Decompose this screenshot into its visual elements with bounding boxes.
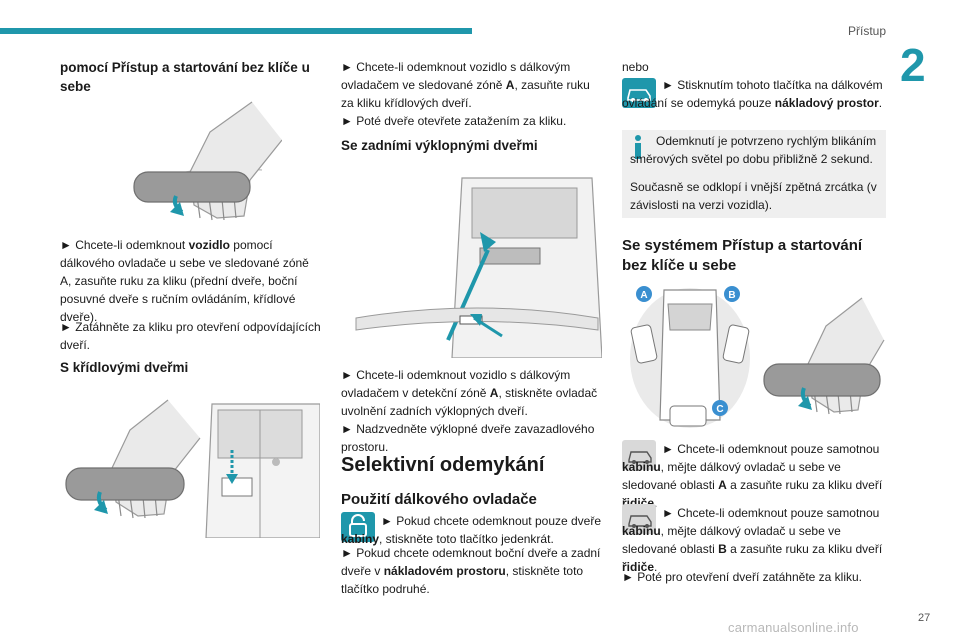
detection-zones-illustration: A B C bbox=[630, 286, 750, 428]
section-heading-selective-unlocking: Selektivní odemykání bbox=[341, 454, 545, 476]
col3-heading: Se systémem Přístup a startování bez klí… bbox=[622, 237, 863, 274]
hand-handle-illustration-keyless bbox=[763, 297, 885, 415]
col1-paragraph-1: ► Chcete-li odemknout vozidlo pomocí dál… bbox=[60, 238, 309, 324]
col1-paragraph-2: ► Zatáhněte za kliku pro otevření odpoví… bbox=[60, 320, 321, 352]
zone-b-badge: B bbox=[728, 290, 735, 301]
col2-heading: Se zadními výklopnými dveřmi bbox=[341, 138, 538, 153]
page-number: 27 bbox=[918, 612, 931, 624]
section-title: Přístup bbox=[848, 24, 887, 38]
zone-c-badge: C bbox=[716, 404, 723, 415]
col2-paragraph-1: ► Chcete-li odemknout vozidlo s dálkovým… bbox=[341, 60, 590, 110]
chapter-number: 2 bbox=[900, 39, 926, 91]
col2-paragraph-3: ► Chcete-li odemknout vozidlo s dálkovým… bbox=[341, 368, 598, 418]
col1-heading: pomocí Přístup a startování bez klíče u … bbox=[60, 60, 310, 94]
watermark: carmanualsonline.info bbox=[728, 620, 859, 635]
header-accent-bar bbox=[0, 28, 472, 34]
unlock-button-icon bbox=[341, 512, 375, 542]
col1-heading-2: S křídlovými dveřmi bbox=[60, 360, 189, 375]
col2-paragraph-6: ► Pokud chcete odemknout boční dveře a z… bbox=[341, 546, 601, 596]
cabin-door-icon bbox=[622, 440, 656, 470]
col2-paragraph-5: ► Pokud chcete odemknout pouze dveře kab… bbox=[341, 514, 602, 546]
zone-a-badge: A bbox=[640, 290, 647, 301]
sub-heading-remote-control: Použití dálkového ovladače bbox=[341, 491, 537, 508]
info-text-1: Odemknutí je potvrzeno rychlým blikáním … bbox=[630, 134, 877, 166]
hand-barn-door-illustration bbox=[65, 399, 201, 519]
col3-paragraph-4: ► Poté pro otevření dveří zatáhněte za k… bbox=[622, 570, 863, 584]
info-text-2: Současně se odklopí i vnější zpětná zrcá… bbox=[630, 180, 877, 212]
info-icon bbox=[635, 135, 641, 159]
cargo-unlock-button-icon bbox=[622, 78, 656, 108]
cabin-door-icon-2 bbox=[622, 504, 656, 534]
rear-tailgate-illustration bbox=[355, 177, 602, 358]
col2-paragraph-4: ► Nadzvedněte výklopné dveře zavazadlové… bbox=[341, 422, 595, 454]
col3-paragraph-3: ► Chcete-li odemknout pouze samotnou kab… bbox=[622, 506, 883, 574]
info-box bbox=[622, 130, 886, 218]
hand-door-handle-illustration bbox=[133, 101, 282, 221]
col3-paragraph-2: ► Chcete-li odemknout pouze samotnou kab… bbox=[622, 442, 883, 510]
col3-nebo: nebo bbox=[622, 60, 649, 74]
col2-paragraph-2: ► Poté dveře otevřete zatažením za kliku… bbox=[341, 114, 567, 128]
rear-barn-doors-illustration bbox=[205, 403, 320, 538]
col3-paragraph-1: ► Stisknutím tohoto tlačítka na dálkovém… bbox=[622, 78, 883, 110]
